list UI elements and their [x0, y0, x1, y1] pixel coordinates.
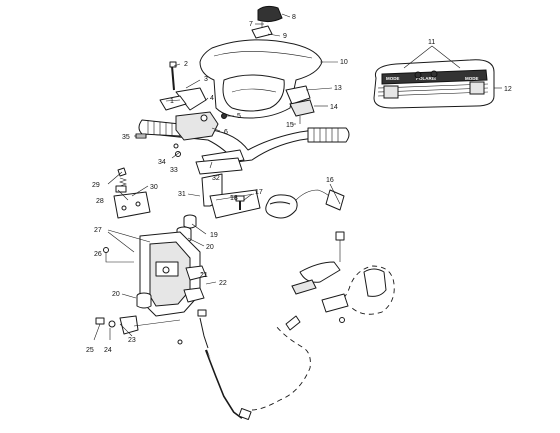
callout-29: 29 — [92, 182, 100, 189]
callout-1: 1 — [170, 98, 174, 105]
callout-33: 33 — [170, 167, 178, 174]
callout-32: 32 — [212, 175, 220, 182]
callout-30: 30 — [150, 184, 158, 191]
callout-8: 8 — [292, 14, 296, 21]
steering-bracket — [139, 231, 207, 317]
callout-17: 17 — [255, 189, 263, 196]
callout-19: 19 — [210, 232, 218, 239]
bolt-2 — [169, 61, 177, 91]
handlebar-fasteners — [135, 133, 181, 157]
callout-34: 34 — [158, 159, 166, 166]
callout-3: 3 — [204, 76, 208, 83]
cable-routing-path — [251, 325, 311, 411]
callout-35: 35 — [122, 134, 130, 141]
callout-2: 2 — [184, 61, 188, 68]
callout-21: 21 — [200, 272, 208, 279]
callout-labels: 1 2 3 4 5 6 7 8 9 10 11 12 13 14 15 16 1… — [86, 14, 512, 354]
callout-5: 5 — [237, 113, 241, 120]
callout-22: 22 — [219, 280, 227, 287]
instrument-panel: POLARIS MODE MODE — [373, 59, 495, 109]
callout-20-upper: 20 — [206, 244, 214, 251]
callout-26: 26 — [94, 251, 102, 258]
bushing-lower — [136, 292, 152, 309]
panel-right-mode-text: MODE — [465, 76, 479, 81]
callout-23: 23 — [128, 337, 136, 344]
callout-25: 25 — [86, 347, 94, 354]
cable-routing-path-2 — [329, 265, 395, 315]
left-grip — [138, 119, 181, 137]
callout-27: 27 — [94, 227, 102, 234]
panel-brand-text: POLARIS — [416, 76, 436, 81]
callout-13: 13 — [334, 85, 342, 92]
callout-16: 16 — [326, 177, 334, 184]
callout-9: 9 — [283, 33, 287, 40]
linkage-rod — [95, 315, 183, 345]
callout-20-lower: 20 — [112, 291, 120, 298]
bolts-26-27 — [103, 229, 151, 263]
right-grip — [307, 127, 350, 143]
spring-28-29 — [115, 167, 127, 193]
callout-4: 4 — [210, 95, 214, 102]
panel-left-mode-text: MODE — [386, 76, 400, 81]
leader-lines — [93, 13, 502, 341]
callout-7: 7 — [249, 21, 253, 28]
safety-lanyard — [265, 189, 345, 219]
steering-cable — [197, 309, 252, 420]
callout-14: 14 — [330, 104, 338, 111]
callout-10: 10 — [340, 59, 348, 66]
callout-31: 31 — [178, 191, 186, 198]
callout-11: 11 — [428, 39, 435, 46]
callout-12: 12 — [504, 86, 512, 93]
mounting-plate — [113, 191, 151, 219]
callout-28: 28 — [96, 198, 104, 205]
throttle-block — [285, 85, 315, 124]
nozzle-cable-assembly — [285, 231, 387, 331]
callout-18: 18 — [230, 195, 238, 202]
top-switch-assembly — [251, 5, 283, 39]
callout-15: 15 — [286, 122, 294, 129]
steering-clamp — [195, 149, 245, 175]
callout-24: 24 — [104, 347, 112, 354]
callout-6: 6 — [224, 129, 228, 136]
